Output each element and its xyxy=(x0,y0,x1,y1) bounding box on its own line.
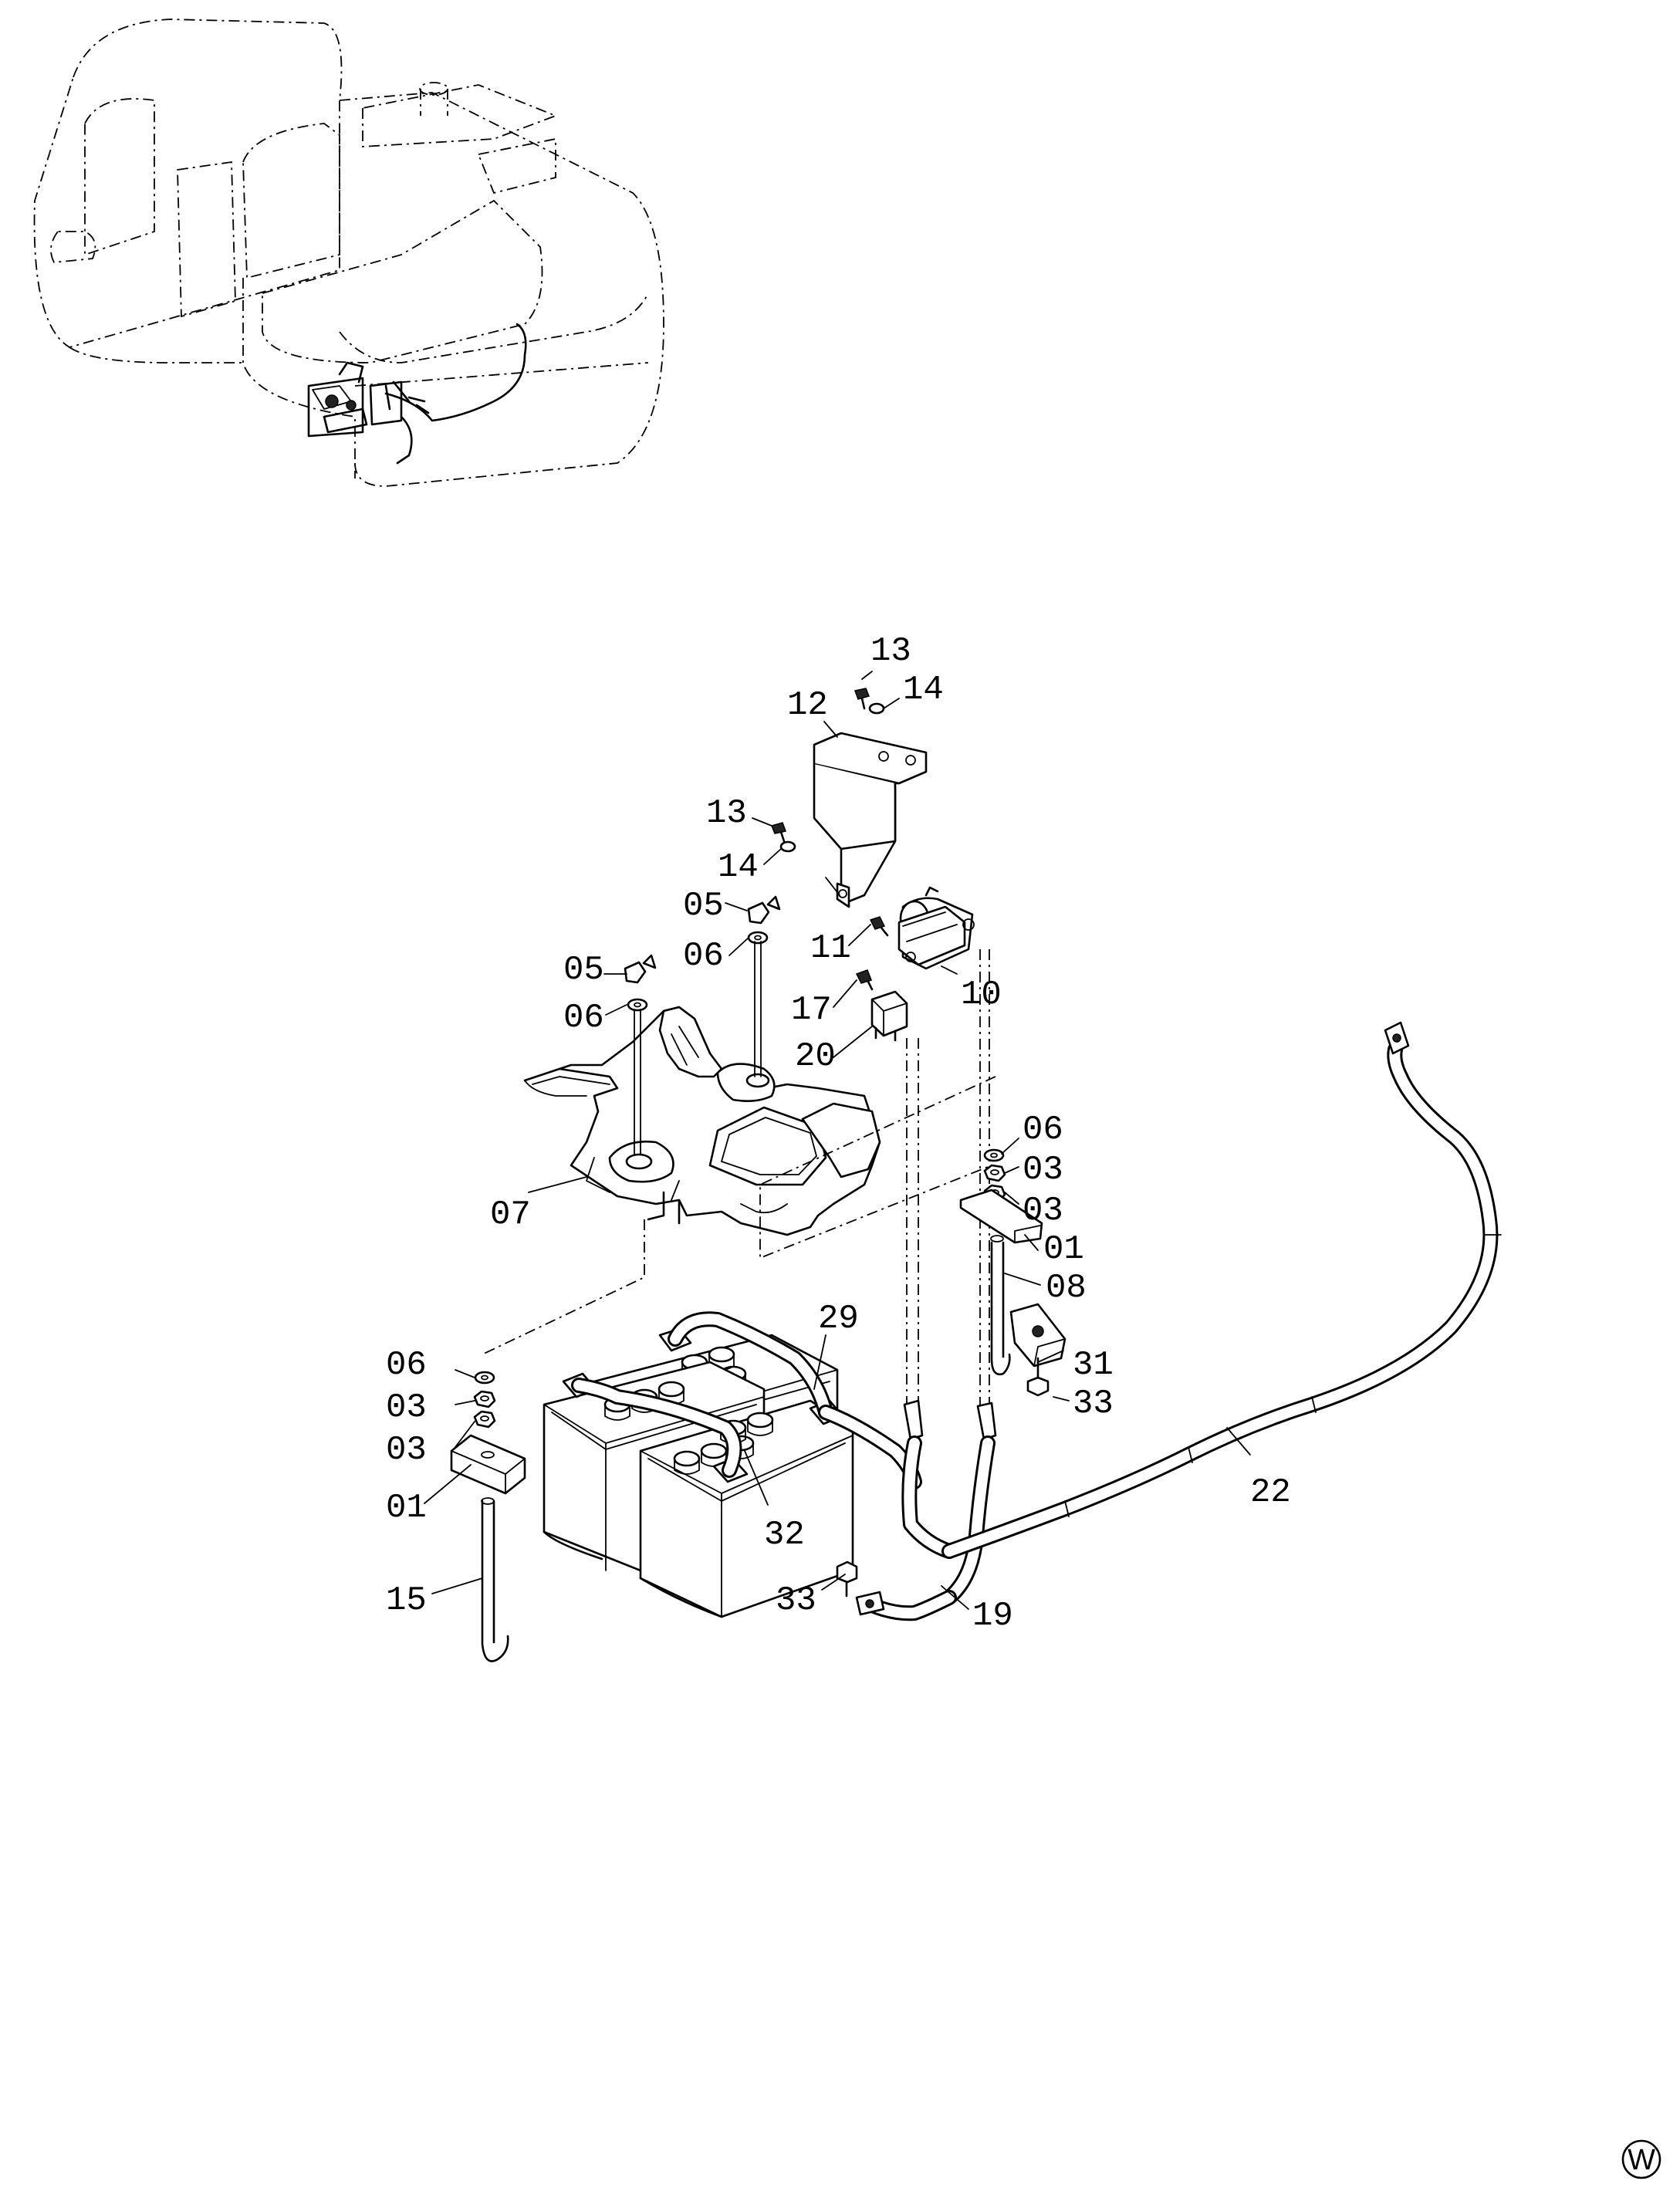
label-06-right-holddown: 06 xyxy=(1023,1111,1063,1149)
nut-03-right-upper xyxy=(983,1164,1006,1182)
washer-14-upper xyxy=(868,698,900,715)
label-11: 11 xyxy=(810,929,851,968)
label-22: 22 xyxy=(1250,1473,1291,1512)
battery-relay-10 xyxy=(897,886,975,970)
label-03-right-upper: 03 xyxy=(1023,1151,1063,1189)
cable-32 xyxy=(571,1378,742,1478)
corner-mark-letter: W xyxy=(1628,2144,1655,2176)
bracket-12 xyxy=(813,732,928,908)
battery-tray-07 xyxy=(523,1006,881,1236)
label-29: 29 xyxy=(818,1300,859,1338)
label-32: 32 xyxy=(764,1516,805,1554)
label-08: 08 xyxy=(1046,1269,1087,1307)
bolt-33-left xyxy=(836,1560,858,1598)
label-14-lower: 14 xyxy=(718,848,759,887)
label-14-upper: 14 xyxy=(903,671,944,709)
nut-03-left-lower xyxy=(473,1410,496,1429)
holddown-plate-01-left xyxy=(450,1434,526,1495)
bolt-13-upper xyxy=(854,671,873,710)
label-31: 31 xyxy=(1073,1346,1114,1385)
label-20: 20 xyxy=(795,1037,836,1076)
label-01-left: 01 xyxy=(386,1489,427,1527)
label-33-left: 33 xyxy=(776,1581,816,1620)
bolt-13-lower xyxy=(752,817,786,843)
tray-stud-left xyxy=(634,1009,641,1155)
bolt-11 xyxy=(869,916,889,937)
cable-22 xyxy=(941,1021,1502,1559)
tray-stud-right xyxy=(754,941,762,1077)
cable-19 xyxy=(855,1590,957,1621)
label-03-right-lower: 03 xyxy=(1023,1192,1063,1230)
switch-20 xyxy=(870,990,908,1042)
nut-03-left-upper xyxy=(473,1390,496,1408)
machine-overview xyxy=(33,19,664,487)
overview-battery-assembly xyxy=(307,323,527,465)
bolt-17 xyxy=(855,969,874,991)
washer-06-left-holddown xyxy=(474,1371,495,1385)
label-10: 10 xyxy=(961,975,1002,1014)
label-06-left-holddown: 06 xyxy=(386,1346,427,1385)
washer-14-lower xyxy=(763,840,796,865)
label-19: 19 xyxy=(972,1597,1013,1635)
label-13-upper: 13 xyxy=(870,632,911,671)
label-17: 17 xyxy=(791,991,832,1030)
wing-nut-05-left xyxy=(624,954,657,984)
label-12: 12 xyxy=(787,686,828,725)
label-03-left-lower: 03 xyxy=(386,1431,427,1469)
label-33-right: 33 xyxy=(1073,1385,1114,1423)
label-13-lower: 13 xyxy=(706,794,747,833)
corner-mark: W xyxy=(1621,2139,1661,2179)
label-03-left-upper: 03 xyxy=(386,1388,427,1427)
wing-nut-05-right xyxy=(747,895,781,925)
washer-06-right-holddown xyxy=(983,1148,1005,1162)
holddown-rod-15 xyxy=(481,1497,509,1662)
label-06-right: 06 xyxy=(683,937,724,975)
label-07: 07 xyxy=(490,1195,531,1234)
label-05-right: 05 xyxy=(683,887,724,925)
washer-06-right xyxy=(747,931,769,945)
label-06-left: 06 xyxy=(563,999,604,1037)
label-05-left: 05 xyxy=(563,951,604,989)
bracket-31 xyxy=(1009,1303,1066,1368)
part-labels: 13 14 12 13 14 05 06 11 05 06 10 17 20 0… xyxy=(386,632,1291,1635)
holddown-rod-08 xyxy=(990,1235,1011,1376)
label-15: 15 xyxy=(386,1581,427,1620)
leader-lines xyxy=(424,721,1251,1610)
washer-06-left xyxy=(627,998,648,1012)
holddown-plate-01-right xyxy=(959,1188,1043,1244)
relay-leads xyxy=(901,1399,997,1605)
label-01-right: 01 xyxy=(1043,1230,1084,1269)
